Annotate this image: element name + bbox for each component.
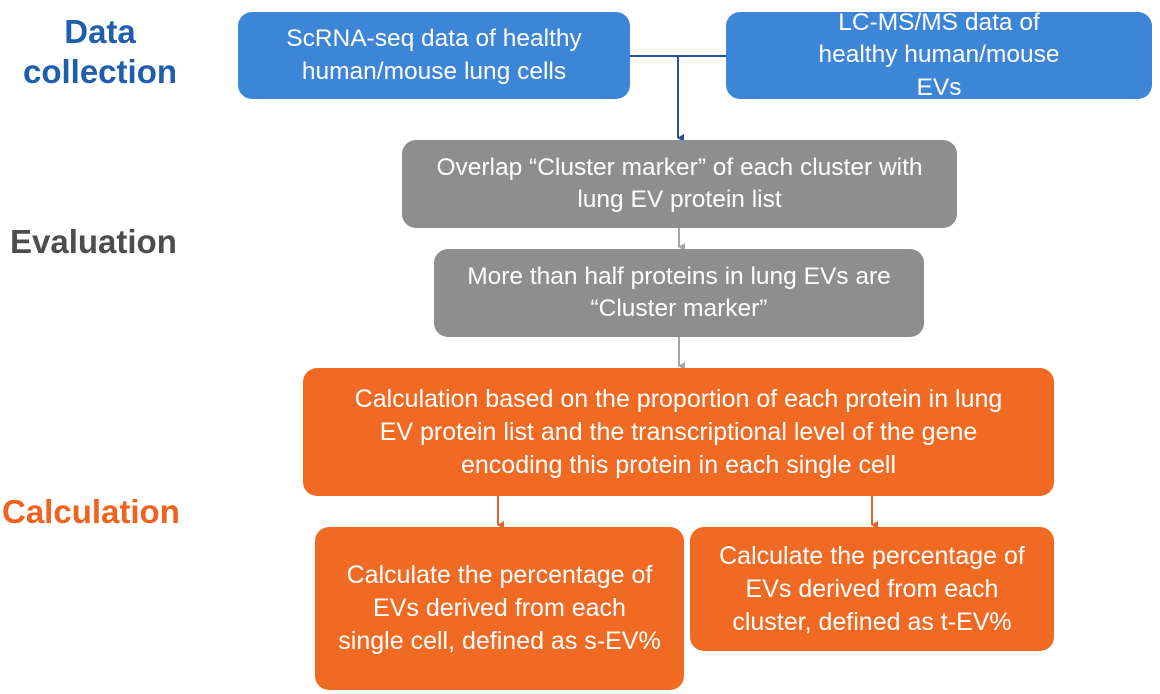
box-text: Calculate the percentage of EVs derived …: [338, 561, 661, 655]
section-label-line: collection: [22, 53, 178, 91]
section-label-data-collection: Data collection: [0, 12, 200, 93]
box-scrna-seq-data: ScRNA-seq data of healthy human/mouse lu…: [238, 12, 630, 99]
box-text: LC-MS/MS data of healthy human/mouse EVs: [818, 9, 1060, 101]
section-label-evaluation: Evaluation: [10, 223, 177, 260]
box-text: Calculation based on the proportion of e…: [354, 384, 1003, 479]
section-label-calculation: Calculation: [2, 493, 180, 530]
box-overlap-cluster-marker: Overlap “Cluster marker” of each cluster…: [402, 140, 957, 228]
box-text: Overlap “Cluster marker” of each cluster…: [436, 153, 923, 213]
box-t-ev-percent: Calculate the percentage of EVs derived …: [690, 527, 1054, 651]
box-text: More than half proteins in lung EVs are …: [467, 262, 891, 322]
box-lcms-data: LC-MS/MS data of healthy human/mouse EVs: [726, 9, 1152, 101]
box-more-than-half-proteins: More than half proteins in lung EVs are …: [434, 249, 924, 337]
box-s-ev-percent: Calculate the percentage of EVs derived …: [315, 527, 684, 690]
box-calculation-basis: Calculation based on the proportion of e…: [303, 368, 1054, 496]
section-label-line: Data: [64, 13, 136, 50]
box-text: Calculate the percentage of EVs derived …: [719, 541, 1025, 636]
box-text: ScRNA-seq data of healthy human/mouse lu…: [286, 25, 582, 85]
